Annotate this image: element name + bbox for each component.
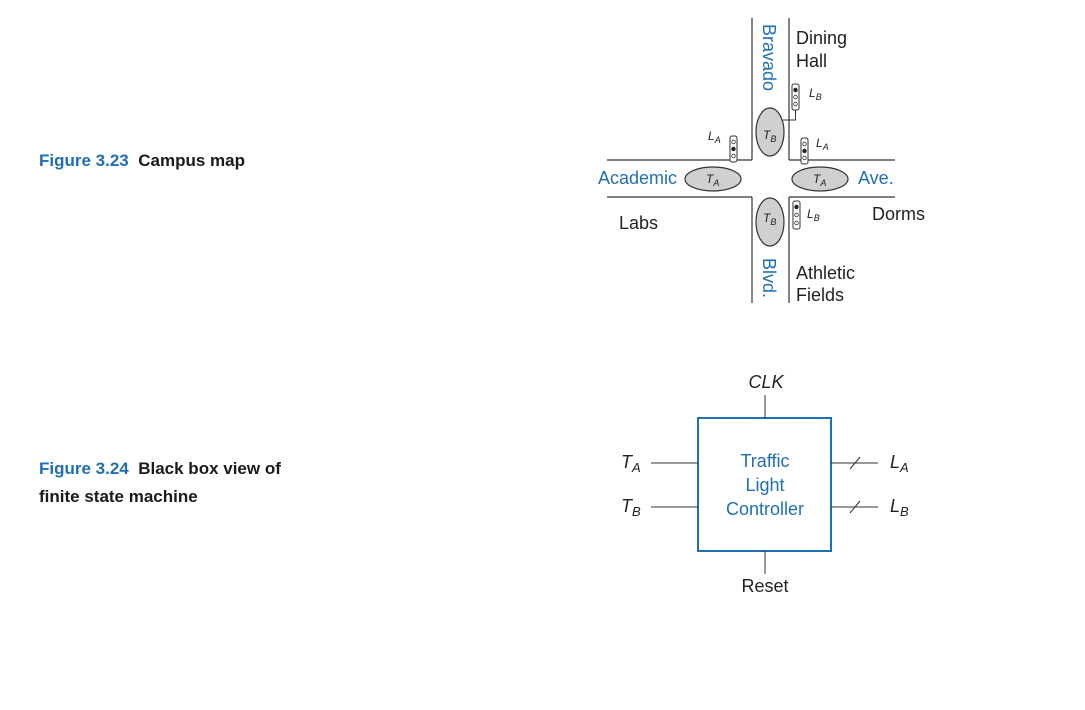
controller-label-line2: Light (745, 475, 784, 495)
light-lamp (731, 139, 736, 145)
input-letter: T (621, 452, 634, 472)
sensor-ta-east: TA (791, 166, 849, 192)
sensor-sub: B (770, 134, 776, 144)
controller-box (697, 417, 832, 552)
input-letter: T (621, 496, 634, 516)
clk-label: CLK (748, 372, 784, 392)
sensor-shape (755, 107, 785, 157)
output-letter: L (890, 496, 900, 516)
light-label: LA (708, 129, 721, 145)
building-label-dorms: Dorms (872, 204, 925, 224)
figure-3-24-caption: Figure 3.24 Black box view of finite sta… (39, 455, 281, 511)
traffic-light-lb-north: LB (783, 83, 822, 121)
output-sub: A (899, 460, 909, 475)
output-la-bus-slash (849, 456, 861, 470)
sensor-sub: A (819, 178, 826, 188)
output-letter: L (890, 452, 900, 472)
sensor-shape (755, 197, 785, 247)
figure-title-line1: Black box view of (138, 459, 281, 478)
light-sub: A (714, 135, 721, 145)
sensor-tb-north: TB (755, 107, 785, 157)
light-sub: B (816, 92, 822, 102)
sensor-ta-west: TA (684, 166, 742, 192)
building-label-labs: Labs (619, 213, 658, 233)
sensor-letter: T (763, 128, 772, 142)
street-label-academic: Academic (598, 168, 677, 188)
figure-title-line2: finite state machine (39, 487, 198, 506)
light-lamp (793, 94, 798, 100)
figure-title: Campus map (138, 151, 245, 170)
sensor-shape (791, 166, 849, 192)
sensor-shape (684, 166, 742, 192)
light-lamp (793, 87, 798, 93)
building-label-athletic: Athletic (796, 263, 855, 283)
input-sub: A (631, 460, 641, 475)
light-letter: L (816, 136, 823, 150)
figure-3-23-caption: Figure 3.23 Campus map (39, 147, 245, 175)
sensor-label: TB (763, 128, 776, 144)
light-label: LB (809, 86, 822, 102)
light-lamp (802, 155, 807, 161)
sensor-letter: T (706, 172, 715, 186)
light-lamp (794, 220, 799, 226)
road-edges (607, 18, 895, 303)
street-label-ave: Ave. (858, 168, 894, 188)
light-sub: A (822, 142, 829, 152)
output-la-label: LA (890, 452, 909, 475)
traffic-light-lb-south: LB (792, 200, 820, 230)
building-label-hall: Hall (796, 51, 827, 71)
light-lamp (731, 153, 736, 159)
light-wire (783, 110, 796, 121)
light-lamp (794, 204, 799, 210)
light-lamp (731, 146, 736, 152)
sensor-label: TB (763, 211, 776, 227)
input-sub: B (632, 504, 641, 519)
figure-number: Figure 3.24 (39, 459, 129, 478)
input-ta-label: TA (621, 452, 641, 475)
output-lb-bus-slash (849, 500, 861, 514)
building-label-dining: Dining (796, 28, 847, 48)
traffic-light-la-west: LA (708, 129, 738, 163)
sensor-sub: B (770, 217, 776, 227)
sensor-letter: T (763, 211, 772, 225)
street-label-bravado: Bravado (759, 24, 779, 91)
figure-number: Figure 3.23 (39, 151, 129, 170)
output-lb-label: LB (890, 496, 909, 519)
light-lamp (794, 212, 799, 218)
light-lamp (793, 101, 798, 107)
sensor-label: TA (706, 172, 719, 188)
light-letter: L (807, 207, 814, 221)
sensor-tb-south: TB (755, 197, 785, 247)
light-label: LA (816, 136, 829, 152)
building-label-fields: Fields (796, 285, 844, 305)
output-sub: B (900, 504, 909, 519)
light-letter: L (809, 86, 816, 100)
controller-label-line1: Traffic (740, 451, 789, 471)
black-box-diagram: Traffic Light Controller CLK Reset TA TB… (621, 372, 909, 596)
light-lamp (802, 141, 807, 147)
street-label-blvd: Blvd. (759, 258, 779, 298)
campus-map: Academic Ave. Bravado Blvd. Dining Hall … (598, 18, 925, 305)
light-sub: B (814, 213, 820, 223)
light-letter: L (708, 129, 715, 143)
input-tb-label: TB (621, 496, 641, 519)
light-label: LB (807, 207, 820, 223)
sensor-letter: T (813, 172, 822, 186)
sensor-label: TA (813, 172, 826, 188)
traffic-light-la-east: LA (800, 136, 829, 165)
reset-label: Reset (741, 576, 788, 596)
controller-label-line3: Controller (726, 499, 804, 519)
light-lamp (802, 148, 807, 154)
sensor-sub: A (712, 178, 719, 188)
